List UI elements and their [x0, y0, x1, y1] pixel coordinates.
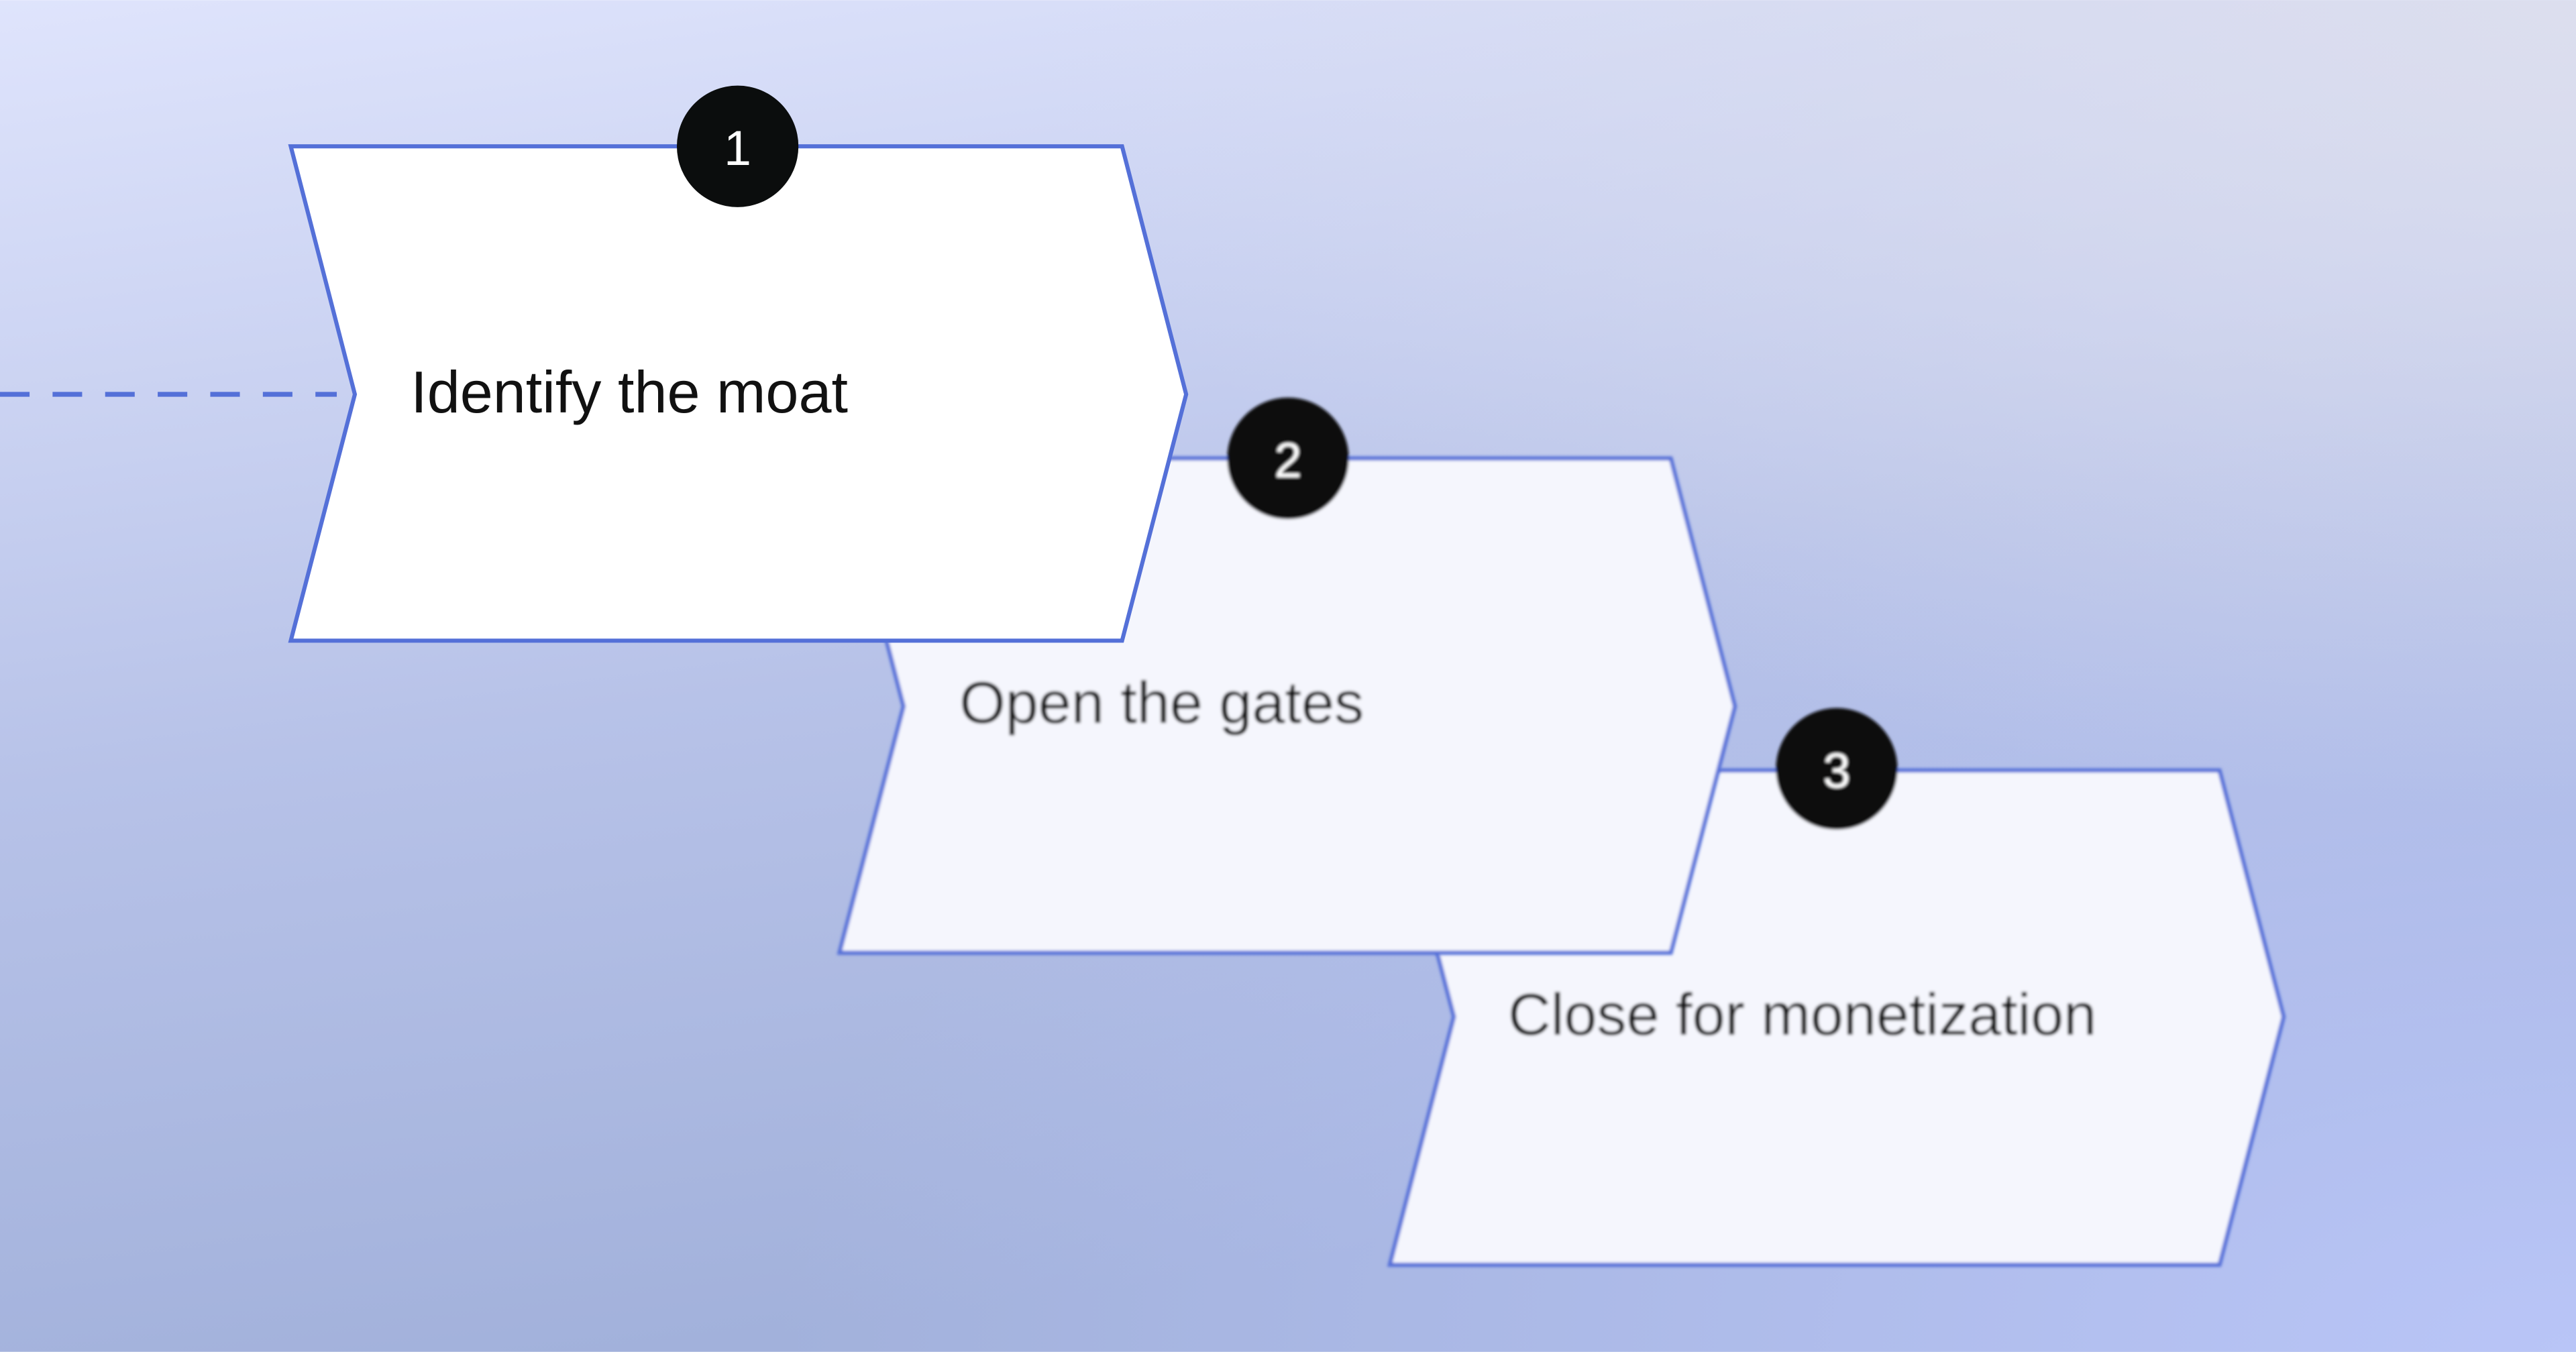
step-1-chevron — [288, 144, 1189, 643]
step-2-number: 2 — [1275, 432, 1302, 488]
step-2-badge — [1227, 397, 1349, 520]
step-2-label: Open the gates — [959, 669, 1364, 736]
step-1[interactable]: Identify the moat 1 — [288, 85, 1189, 643]
step-3-badge — [1776, 708, 1898, 830]
step-3-number: 3 — [1823, 742, 1851, 798]
step-1-badge — [676, 85, 799, 207]
step-1-label: Identify the moat — [411, 359, 848, 425]
step-1-number: 1 — [724, 120, 751, 176]
step-3-label: Close for monetization — [1508, 981, 2096, 1048]
